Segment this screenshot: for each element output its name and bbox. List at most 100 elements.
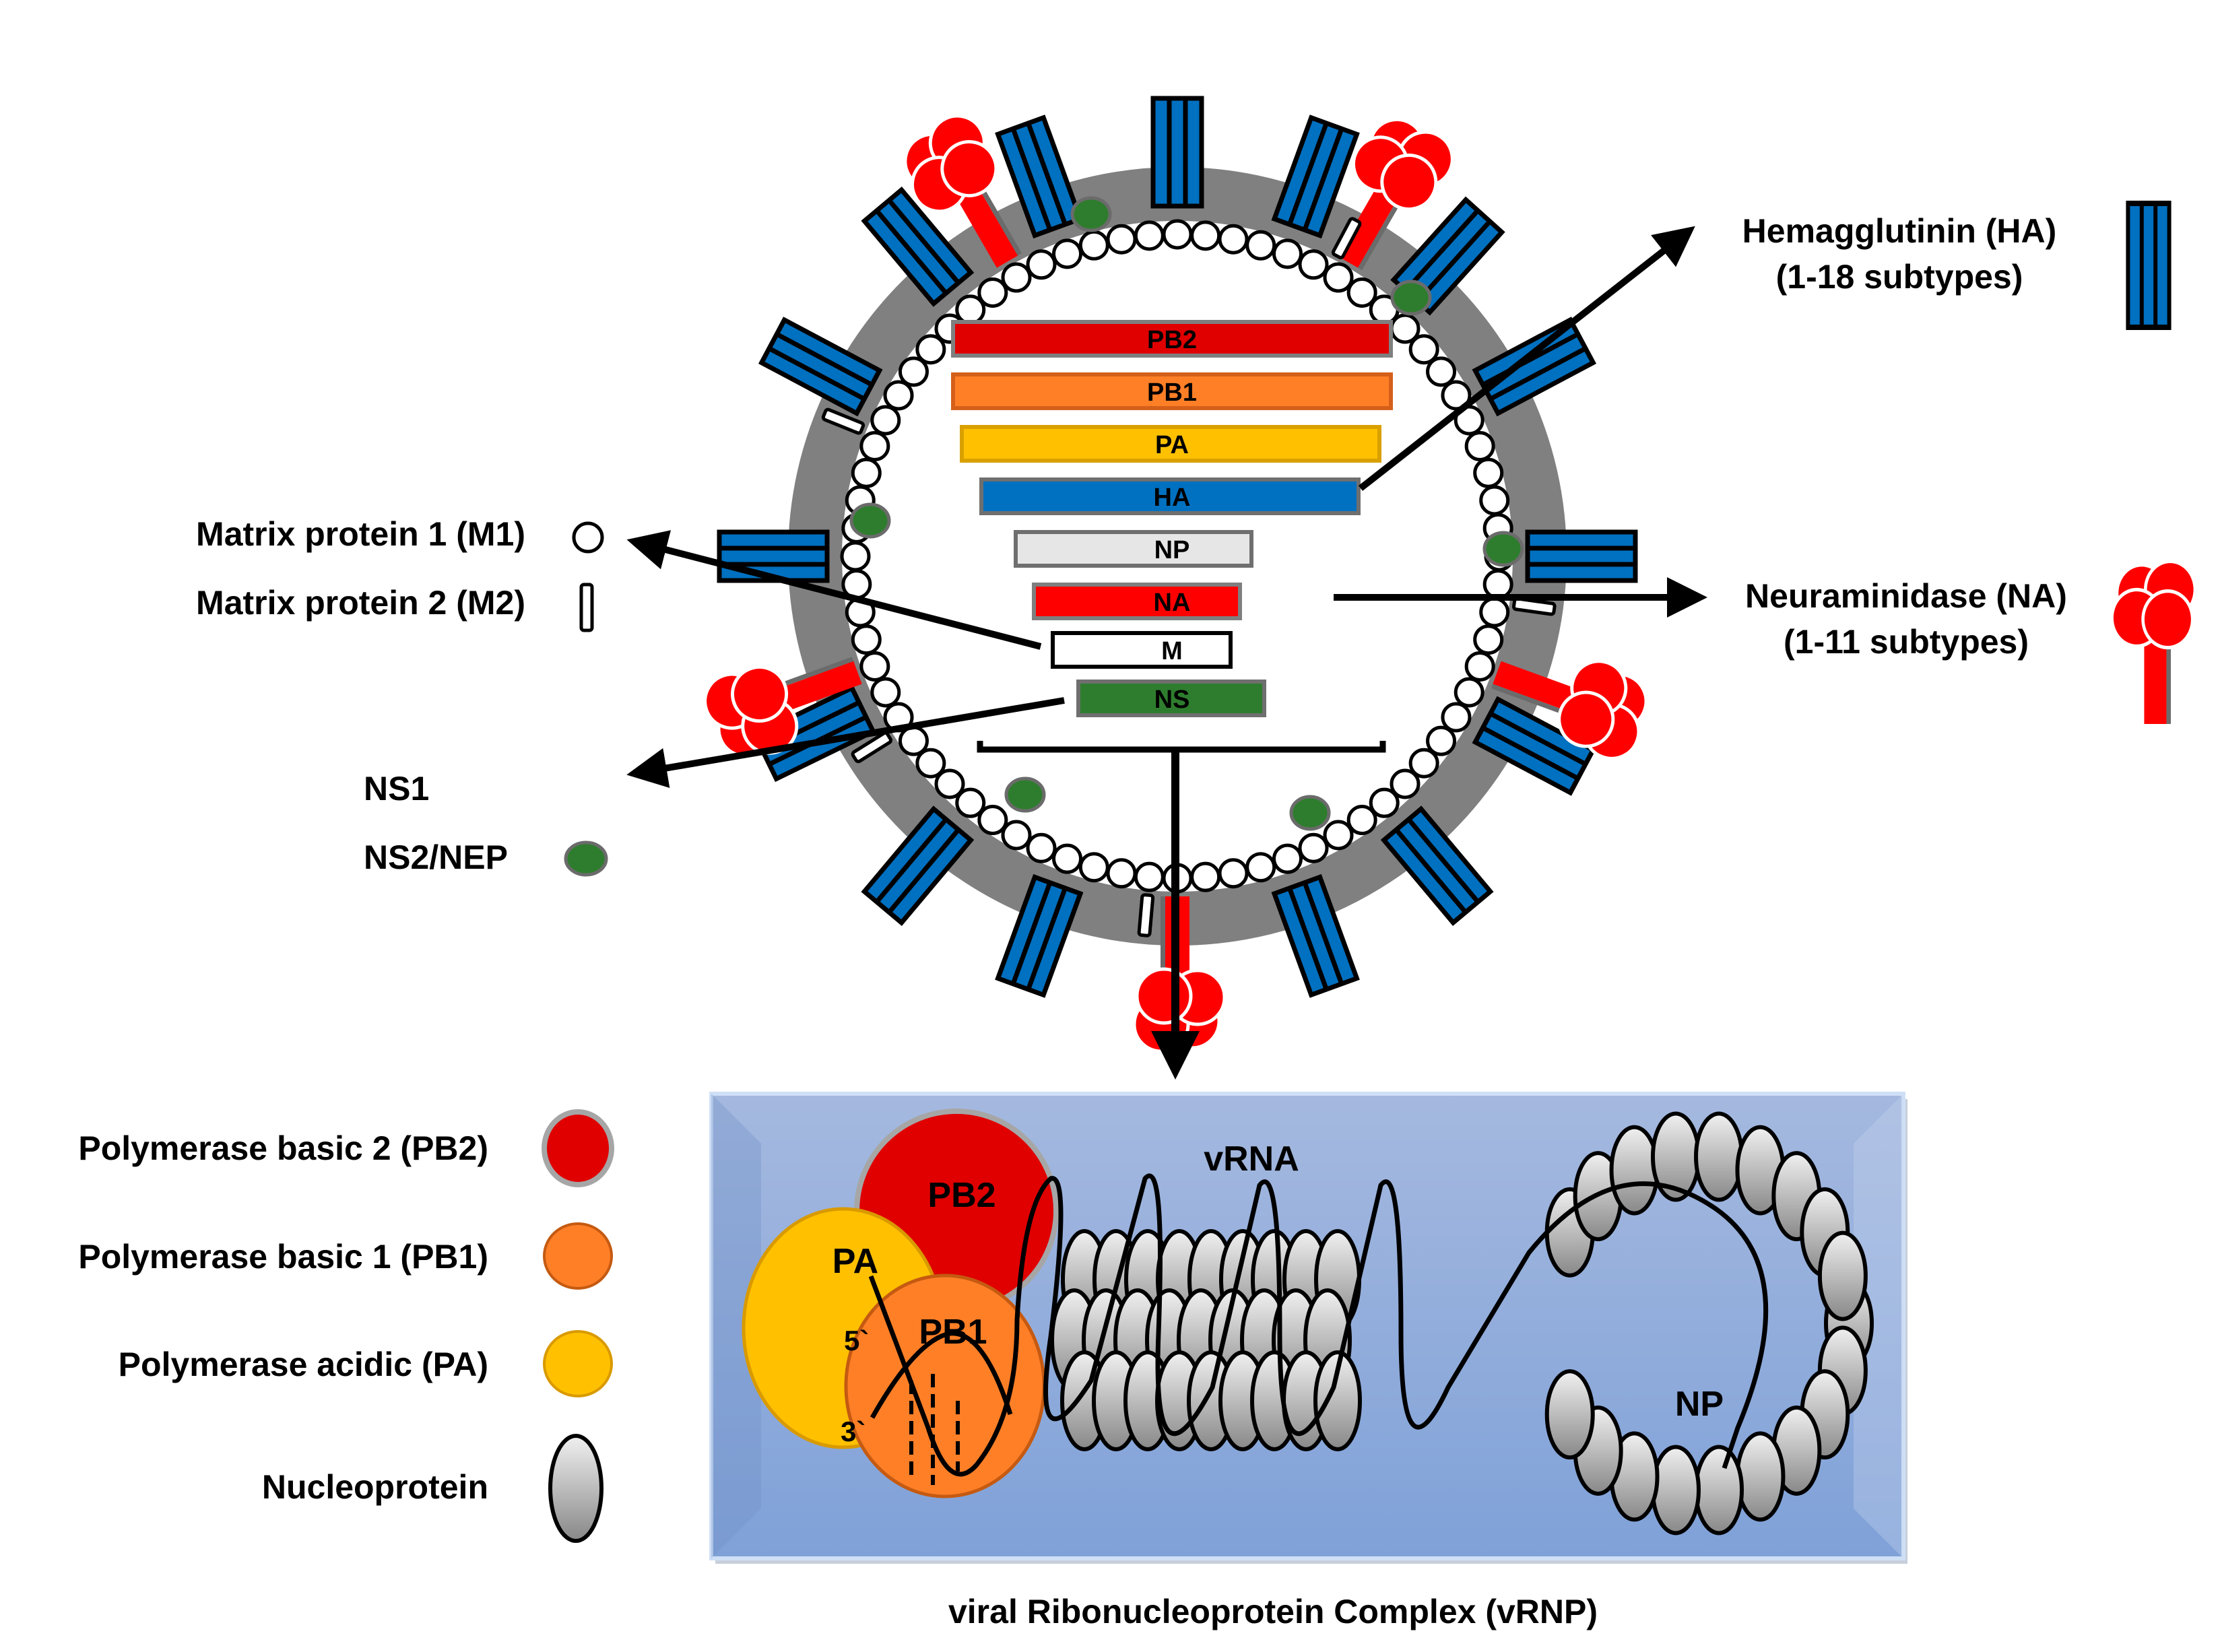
ns2-protein: [1482, 531, 1524, 567]
m1-protein: [883, 380, 914, 411]
ns-arrow: [626, 697, 1065, 789]
m1-protein: [1245, 852, 1276, 883]
na-legend-icon: [2112, 562, 2195, 725]
m1-protein: [977, 805, 1008, 836]
np-loop: [1544, 1111, 1874, 1535]
ha-legend-icon: [2128, 203, 2169, 327]
ha-spike: [719, 532, 827, 581]
legend-label-pb2: Polymerase basic 2 (PB2): [78, 1129, 488, 1167]
segment-label-pa: PA: [1155, 431, 1189, 459]
segment-na: NA: [1032, 583, 1242, 620]
m1-protein: [1323, 262, 1354, 293]
segment-label-ha: HA: [1154, 484, 1191, 512]
nucleoprotein: [1650, 1445, 1701, 1535]
vrna-3prime: [870, 1331, 1013, 1419]
m2-channel: [821, 407, 866, 435]
m1-protein: [1078, 852, 1109, 883]
m1-protein: [1134, 861, 1165, 892]
m1-protein: [955, 787, 986, 818]
m1-protein: [1001, 262, 1032, 293]
vrnp-pa-label: PA: [832, 1242, 878, 1281]
m1-protein: [1026, 249, 1057, 280]
virion: PB2 PB1 PA HA NP NA: [626, 98, 1707, 1080]
pb1-icon: [543, 1222, 613, 1290]
m1-protein: [1390, 768, 1421, 799]
m1-matrix-layer: [840, 219, 1515, 894]
m1-protein: [851, 457, 882, 488]
m1-protein: [1454, 677, 1484, 708]
na-label-line2: (1-11 subtypes): [1784, 623, 2029, 661]
np-icon: [548, 1434, 603, 1543]
m1-protein: [851, 624, 882, 655]
m2-label: Matrix protein 2 (M2): [196, 584, 525, 622]
m-arrow: [626, 530, 1042, 650]
m1-protein: [915, 334, 946, 365]
m1-protein: [1323, 820, 1354, 851]
m1-protein: [859, 431, 890, 462]
m1-protein: [1218, 224, 1249, 255]
m2-channel: [1331, 217, 1362, 259]
m1-protein: [1272, 238, 1303, 269]
ns2-protein: [1004, 777, 1046, 813]
m1-protein: [1369, 787, 1400, 818]
nucleoprotein: [1694, 1445, 1744, 1535]
m1-protein: [1001, 820, 1032, 851]
ns2-protein: [849, 502, 891, 539]
pa-icon: [543, 1330, 613, 1397]
m1-protein: [915, 748, 946, 779]
nucleoprotein: [1544, 1369, 1595, 1460]
np-helix: [1050, 1229, 1362, 1451]
vrnp-pb2-label: PB2: [927, 1176, 995, 1215]
m2-ion-channels: [821, 217, 1557, 937]
segment-label-m: M: [1161, 637, 1183, 665]
m1-protein: [1052, 238, 1083, 269]
na-label-line1: Neuraminidase (NA): [1745, 577, 2067, 615]
ha-label-line1: Hemagglutinin (HA): [1742, 212, 2057, 250]
nucleoprotein: [1313, 1350, 1362, 1451]
m1-protein: [1479, 597, 1510, 628]
vrnp-pb1-label: PB1: [919, 1313, 987, 1352]
segment-label-na: NA: [1154, 589, 1191, 617]
polymerase-legend: Polymerase basic 2 (PB2) Polymerase basi…: [78, 1109, 614, 1543]
segment-m: M: [1051, 631, 1233, 669]
m1-protein: [1134, 220, 1165, 251]
m1-protein: [1464, 651, 1495, 682]
m1-protein: [870, 677, 901, 708]
segments-bracket: [977, 741, 1386, 753]
m1-protein: [1464, 431, 1495, 462]
segment-pb1: PB1: [951, 372, 1393, 410]
vrnp-caption: viral Ribonucleoprotein Complex (vRNP): [948, 1593, 1598, 1630]
m1-protein: [977, 277, 1008, 308]
ha-spike: [1528, 532, 1635, 581]
m1-protein: [1298, 249, 1329, 280]
m2-icon: [579, 583, 594, 632]
segment-pa: PA: [960, 425, 1381, 463]
vrna-label: vRNA: [1204, 1139, 1299, 1179]
segment-label-pb2: PB2: [1147, 326, 1197, 354]
m1-protein: [1473, 624, 1504, 655]
m1-protein: [1106, 224, 1137, 255]
ha-label: Hemagglutinin (HA) (1-18 subtypes): [1742, 212, 2057, 296]
m1-protein: [898, 725, 929, 756]
m1-protein: [1106, 858, 1137, 889]
vrnp-panel: PB2 PA PB1 5` 3` vRNA NP: [709, 1092, 1907, 1564]
m2-channel: [851, 731, 892, 764]
ha-arrow: [1358, 226, 1695, 491]
nucleoprotein: [1694, 1111, 1744, 1202]
m1-protein: [1245, 230, 1276, 261]
m1-protein: [1408, 334, 1439, 365]
ha-spike: [1153, 98, 1202, 206]
m1-protein: [1272, 843, 1303, 874]
legend-label-np: Nucleoprotein: [262, 1468, 488, 1506]
m1-protein: [840, 541, 871, 572]
m1-protein: [870, 405, 901, 436]
genome-segments: PB2 PB1 PA HA NP NA: [951, 320, 1393, 717]
m1-protein: [1426, 725, 1457, 756]
segment-ha: HA: [979, 477, 1361, 515]
m1-protein: [1218, 858, 1249, 889]
ns2-protein: [1390, 279, 1432, 316]
m1-protein: [934, 768, 965, 799]
nucleoprotein: [1735, 1431, 1786, 1522]
m1-protein: [1346, 277, 1377, 308]
ns2-label: NS2/NEP: [364, 838, 508, 876]
